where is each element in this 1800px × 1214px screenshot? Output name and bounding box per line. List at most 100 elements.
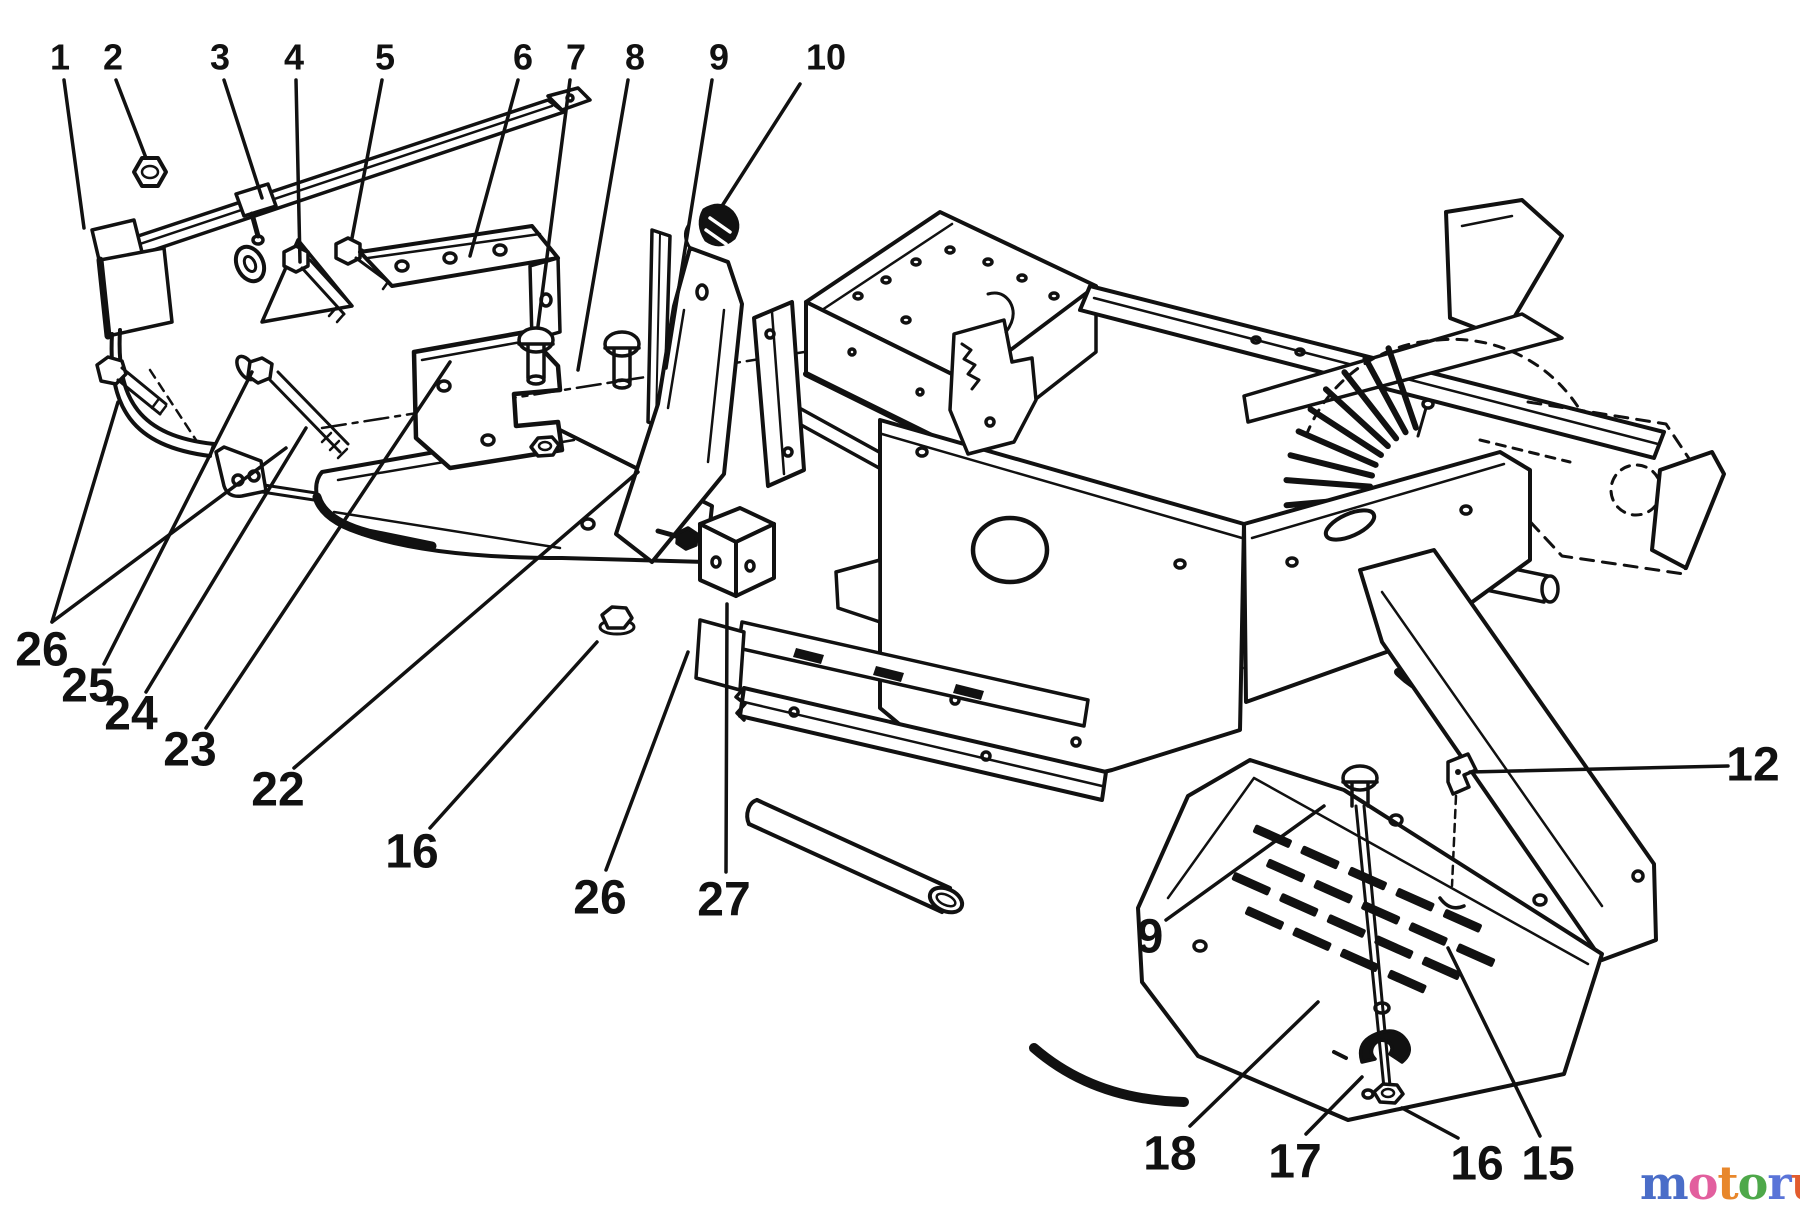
hex-nut-mid <box>529 435 561 458</box>
callout-number: 16 <box>1450 1138 1503 1191</box>
hex-nut-2 <box>132 156 168 188</box>
upper-lift-bar <box>90 86 592 340</box>
callout-number: 25 <box>61 660 114 713</box>
leader-line <box>292 470 640 770</box>
callout-number: 1 <box>50 37 70 78</box>
vent-slat <box>1245 906 1284 930</box>
callout-26-16: 26 <box>573 650 690 925</box>
clip-12 <box>1438 752 1478 910</box>
vent-slat <box>1374 935 1414 959</box>
engine-fin <box>1341 369 1400 442</box>
vent-slat <box>1456 943 1496 967</box>
bolt-26-left <box>95 355 168 416</box>
leader-line <box>222 78 264 200</box>
callout-number: 23 <box>163 724 216 777</box>
carriage-bolt-9-top <box>603 330 641 390</box>
callout-17-21: 17 <box>1268 1075 1364 1189</box>
callout-number: 5 <box>375 37 395 78</box>
hex-nut-16-right <box>1372 1082 1405 1105</box>
callout-1-0: 1 <box>50 37 86 230</box>
callout-18-20: 18 <box>1143 1000 1320 1181</box>
vent-slat <box>1231 872 1271 896</box>
engine-fin <box>1322 386 1391 450</box>
callout-12-19: 12 <box>1468 739 1780 792</box>
leader-line <box>1164 804 1326 922</box>
leader-line <box>144 426 308 694</box>
watermark-word: motoruf <box>1640 1156 1800 1210</box>
callout-number: 24 <box>104 688 158 741</box>
vent-slat <box>1421 956 1461 980</box>
callout-number: 4 <box>284 37 304 78</box>
leader-line <box>536 78 572 328</box>
callout-8-7: 8 <box>576 37 645 372</box>
clamp-17 <box>1332 1029 1411 1064</box>
callout-5-4: 5 <box>350 37 395 240</box>
leader-line <box>664 78 714 370</box>
watermark-letter: m <box>1640 1156 1689 1210</box>
leader-line <box>468 78 520 258</box>
vent-slat <box>1292 927 1332 951</box>
leader-line <box>576 78 630 372</box>
callout-number: 26 <box>573 872 626 925</box>
vent-slat <box>1279 893 1319 917</box>
callout-10-9: 10 <box>720 37 846 208</box>
vent-slat <box>1361 901 1401 925</box>
leader-line <box>350 78 384 240</box>
vent-slat <box>1313 880 1353 904</box>
vent-slat <box>1408 922 1448 946</box>
callout-7-6: 7 <box>536 37 586 328</box>
carriage-bolt-7 <box>517 326 555 386</box>
diagram-linework <box>90 86 1726 1122</box>
callout-number: 10 <box>806 37 846 78</box>
callout-number: 16 <box>385 826 438 879</box>
leader-line <box>1304 1075 1364 1136</box>
vent-slat <box>1442 909 1482 933</box>
bolt-24 <box>235 354 350 460</box>
callout-26-10: 26 <box>15 400 288 677</box>
callout-number: 9 <box>709 37 729 78</box>
u-plate-23 <box>411 329 565 471</box>
leader-line <box>724 602 729 874</box>
callout-16-22: 16 <box>1400 1106 1504 1191</box>
vent-slat <box>1395 888 1435 912</box>
floor-plate-22 <box>312 428 714 564</box>
leader-line <box>1188 1000 1320 1128</box>
leader-line <box>1446 946 1542 1138</box>
leader-line <box>62 78 86 230</box>
callout-number: 17 <box>1268 1136 1321 1189</box>
bottom-rail <box>734 686 1108 802</box>
gusset-plate-4 <box>260 238 354 324</box>
flange-nut-16 <box>598 605 636 636</box>
vent-slat <box>1387 969 1427 994</box>
leader-line <box>114 78 148 160</box>
front-upright <box>752 300 806 488</box>
callout-22-14: 22 <box>251 470 640 817</box>
washer-25 <box>233 244 267 284</box>
spacer-box-27 <box>655 506 776 598</box>
slotted-crossbar <box>694 618 1090 728</box>
callout-15-23: 15 <box>1446 946 1575 1191</box>
vent-slat <box>1340 948 1379 972</box>
callout-23-13: 23 <box>163 360 452 777</box>
callout-25-11: 25 <box>61 370 254 713</box>
callout-number: 18 <box>1143 1128 1196 1181</box>
l-bracket-6 <box>358 224 562 342</box>
skid-edge <box>1029 1043 1189 1107</box>
callout-2-1: 2 <box>103 37 148 160</box>
leader-line <box>604 650 690 872</box>
leader-line <box>1468 764 1730 774</box>
watermark-letter: o <box>1687 1156 1719 1210</box>
callout-9-8: 9 <box>664 37 729 370</box>
callout-4-3: 4 <box>284 37 304 264</box>
vent-slat <box>1326 914 1366 938</box>
support-tube-18 <box>745 798 965 915</box>
watermark-letter: r <box>1767 1156 1791 1210</box>
vent-slat <box>1300 845 1340 870</box>
callout-number: 6 <box>513 37 533 78</box>
engine-fin <box>1287 452 1376 479</box>
callout-number: 26 <box>15 624 68 677</box>
engine-fin <box>1283 477 1374 490</box>
callout-number: 12 <box>1726 739 1779 792</box>
